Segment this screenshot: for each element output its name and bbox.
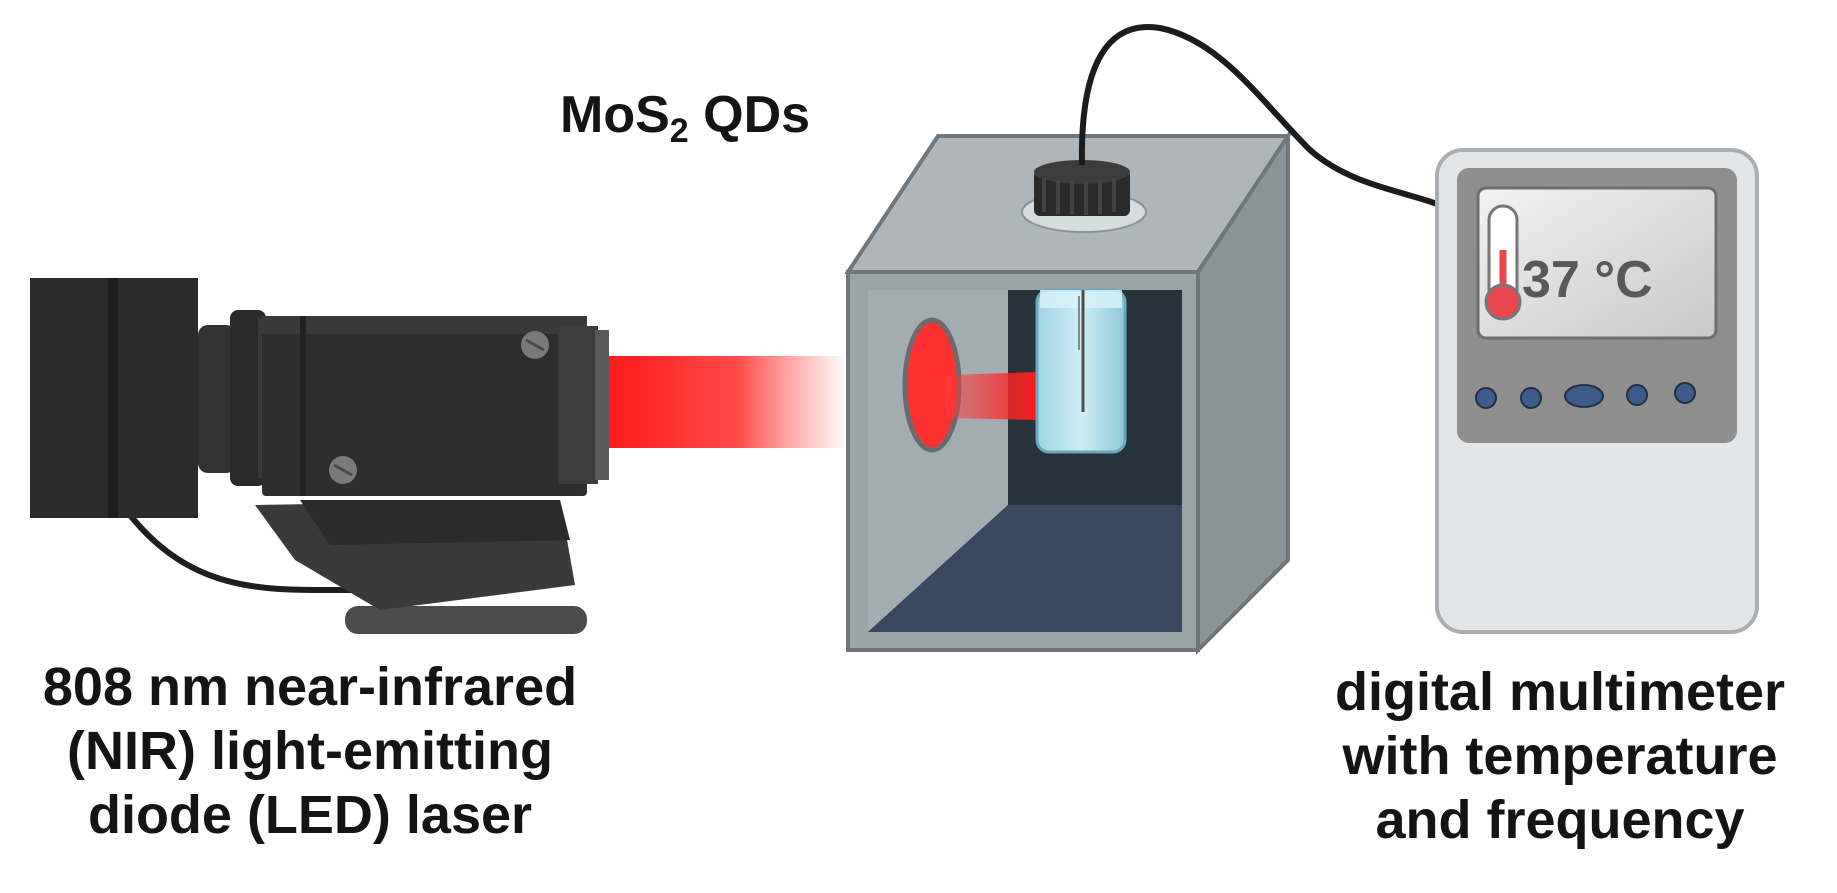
sample-label-suffix: QDs <box>688 86 811 144</box>
meter-button[interactable] <box>1520 387 1542 409</box>
meter-label-line: and frequency <box>1375 790 1745 850</box>
meter-label-line: with temperature <box>1342 726 1778 786</box>
sample-chamber <box>844 129 1292 655</box>
meter-button[interactable] <box>1674 382 1696 404</box>
laser-cable <box>127 513 400 593</box>
laser-aperture <box>595 330 609 480</box>
meter-reading: 37 °C <box>1522 251 1653 309</box>
meter-label: digital multimeter with temperature and … <box>1290 660 1830 852</box>
laser-label-line: diode (LED) laser <box>87 785 533 845</box>
laser-beam <box>609 356 844 448</box>
laser-label-line: 808 nm near-infrared <box>42 657 578 717</box>
meter-button[interactable] <box>1475 387 1497 409</box>
digital-multimeter <box>1435 148 1759 634</box>
sample-label: MoS2 QDs <box>560 85 880 151</box>
laser-label: 808 nm near-infrared (NIR) light-emittin… <box>10 655 610 847</box>
sample-label-subscript: 2 <box>669 112 689 150</box>
cuvette <box>1035 288 1127 454</box>
internal-beam <box>946 372 1040 420</box>
meter-button[interactable] <box>1626 384 1648 406</box>
meter-label-line: digital multimeter <box>1334 662 1786 722</box>
laser-device <box>30 278 609 634</box>
laser-body <box>262 316 587 496</box>
thermometer-icon <box>1484 204 1522 321</box>
meter-button[interactable] <box>1564 384 1604 408</box>
sample-label-main: MoS <box>560 86 670 144</box>
meter-buttons <box>1475 382 1696 409</box>
meter-screen <box>1476 186 1718 340</box>
sensor-cable <box>1078 24 1442 208</box>
laser-label-line: (NIR) light-emitting <box>67 721 553 781</box>
laser-stand-base <box>345 606 587 634</box>
